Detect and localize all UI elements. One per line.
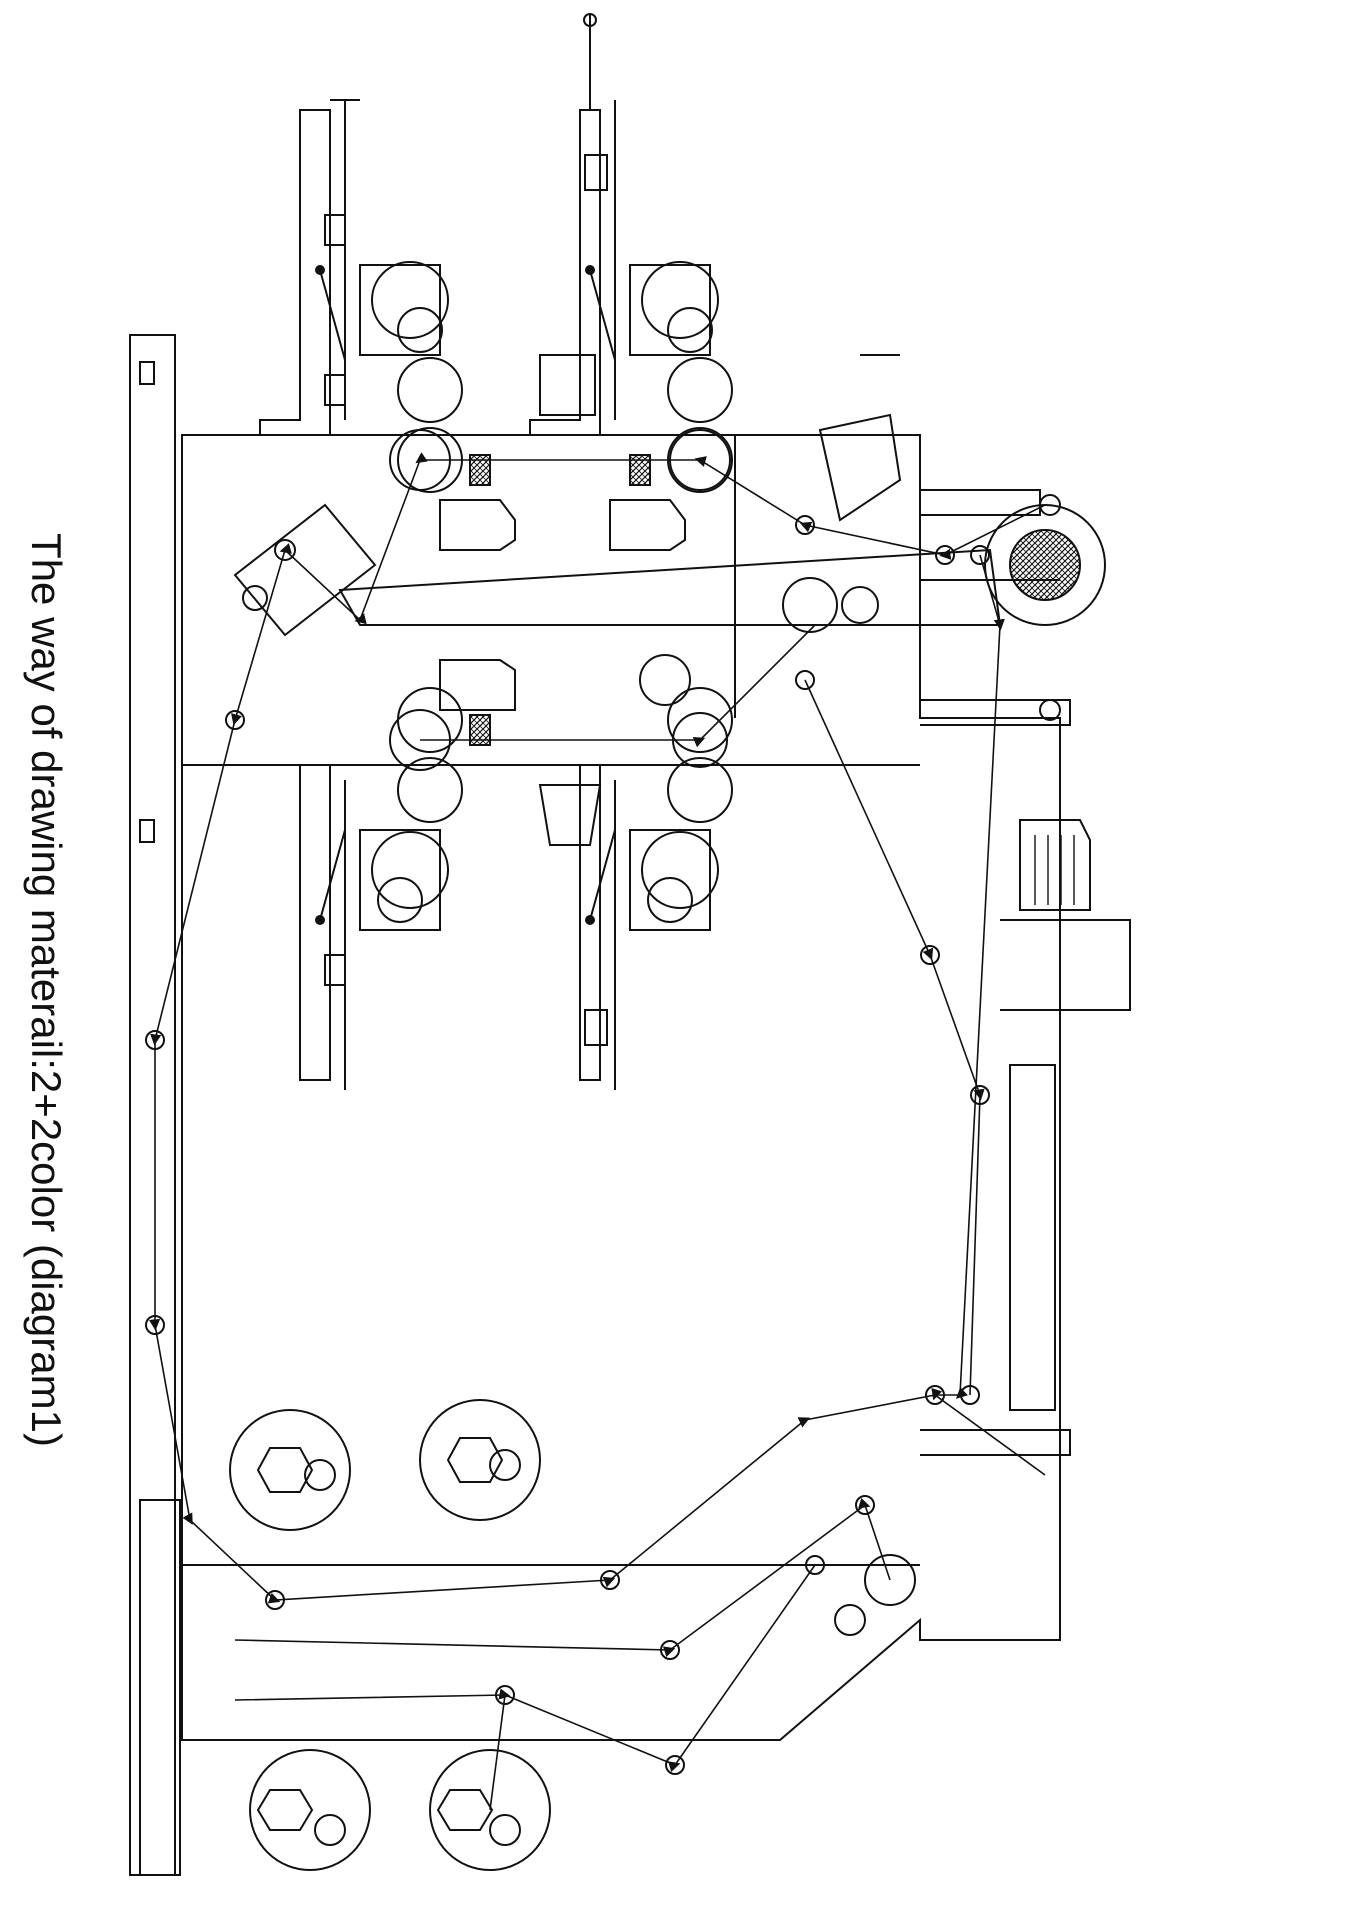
guide-rollers — [145, 515, 990, 1775]
rewind-rolls — [229, 1399, 916, 1871]
print-unit-lower-right — [530, 687, 733, 1090]
print-unit-upper-right — [529, 13, 733, 493]
print-unit-lower-left — [260, 687, 491, 1090]
supply-roll — [984, 494, 1106, 721]
center-section — [233, 429, 1002, 771]
web-path — [148, 452, 1046, 1811]
